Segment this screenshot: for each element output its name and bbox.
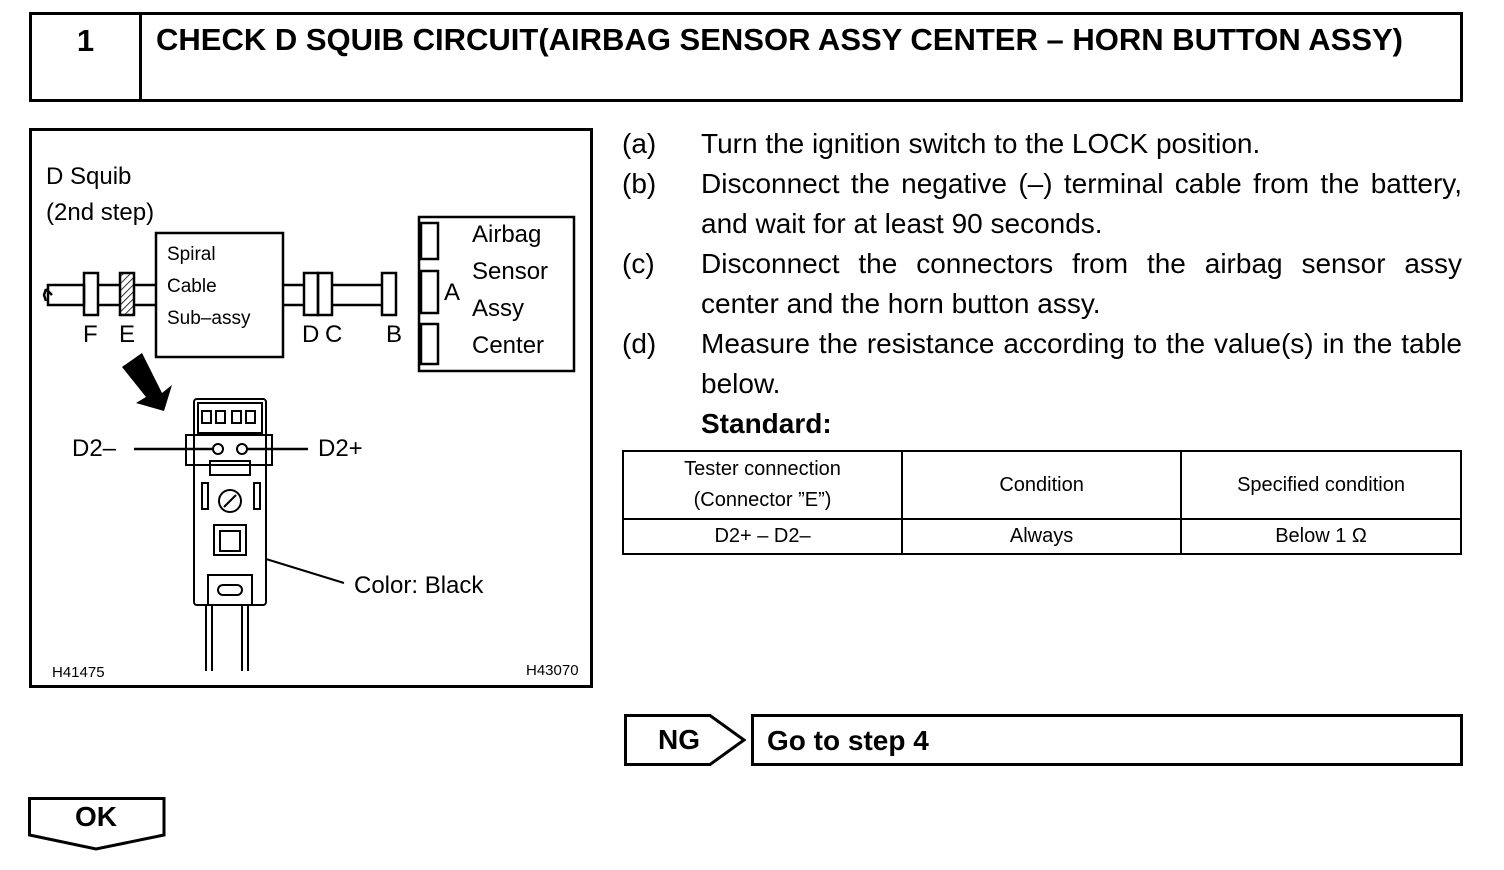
- ng-label: NG: [658, 724, 700, 755]
- step-header: 1 CHECK D SQUIB CIRCUIT(AIRBAG SENSOR AS…: [29, 12, 1463, 102]
- airbag-sensor-box: [417, 215, 576, 373]
- cell-tester-connection: D2+ – D2–: [621, 518, 904, 555]
- spiral-label-2: Cable: [167, 276, 217, 297]
- connector-label-d: D: [302, 321, 320, 348]
- connector-e: [118, 271, 136, 317]
- ok-arrow-shape: [28, 797, 166, 851]
- spiral-label-1: Spiral: [167, 244, 216, 265]
- header-tester-connection: Tester connection (Connector ”E”): [621, 450, 904, 520]
- ng-button[interactable]: NG: [624, 714, 748, 766]
- color-label: Color: Black: [354, 572, 484, 599]
- step-letter: (b): [622, 168, 657, 199]
- spec-table: Tester connection (Connector ”E”) Condit…: [621, 450, 1462, 555]
- step-text: Disconnect the connectors from the airba…: [701, 248, 1462, 319]
- connector-label-a: A: [444, 279, 461, 306]
- terminal-d2-minus: D2–: [72, 435, 117, 462]
- cell-specified-condition: Below 1 Ω: [1180, 518, 1462, 555]
- connector-label-f: F: [83, 321, 98, 348]
- header-condition: Condition: [901, 450, 1183, 520]
- ok-button[interactable]: OK: [28, 797, 166, 851]
- go-to-step-4-link[interactable]: Go to step 4: [751, 714, 1463, 766]
- connector-label-e: E: [119, 321, 136, 348]
- figure-code-left: H41475: [52, 664, 105, 681]
- table-header-row: Tester connection (Connector ”E”) Condit…: [621, 450, 1462, 520]
- connector-b: [380, 271, 398, 317]
- step-d: (d) Measure the resistance according to …: [622, 324, 1462, 404]
- step-letter: (a): [622, 128, 657, 159]
- connector-d: [302, 271, 320, 317]
- terminal-d2-plus: D2+: [318, 435, 363, 462]
- sensor-label-2: Sensor: [472, 258, 549, 285]
- arrow-icon: [122, 353, 172, 411]
- ng-arrow-shape: [624, 714, 747, 766]
- step-number: 1: [32, 15, 142, 99]
- step-a: (a) Turn the ignition switch to the LOCK…: [622, 124, 1462, 164]
- header-text: Tester connection: [684, 458, 841, 480]
- table-row: D2+ – D2– Always Below 1 Ω: [621, 518, 1462, 555]
- step-letter: (d): [622, 328, 657, 359]
- step-b: (b) Disconnect the negative (–) terminal…: [622, 164, 1462, 244]
- step-title: CHECK D SQUIB CIRCUIT(AIRBAG SENSOR ASSY…: [156, 22, 1403, 57]
- spiral-label-3: Sub–assy: [167, 308, 251, 329]
- connector-illustration: D Squib (2nd step) Spiral Cable Sub–assy…: [29, 128, 593, 688]
- sensor-label-3: Assy: [472, 295, 525, 322]
- connector-label-c: C: [325, 321, 343, 348]
- header-text: (Connector ”E”): [693, 489, 832, 511]
- label-d-squib: D Squib: [46, 163, 132, 190]
- cell-condition: Always: [901, 518, 1183, 555]
- header-specified-condition: Specified condition: [1180, 450, 1462, 520]
- connector-label-b: B: [386, 321, 403, 348]
- sensor-label-1: Airbag: [472, 221, 542, 248]
- sensor-label-4: Center: [472, 332, 545, 359]
- procedure-steps: (a) Turn the ignition switch to the LOCK…: [622, 124, 1462, 444]
- ok-label: OK: [75, 801, 117, 832]
- step-letter: (c): [622, 248, 655, 279]
- go-to-step-label: Go to step 4: [767, 725, 929, 756]
- standard-label: Standard:: [701, 408, 832, 439]
- spiral-cable-box: [154, 231, 285, 359]
- step-c: (c) Disconnect the connectors from the a…: [622, 244, 1462, 324]
- step-text: Turn the ignition switch to the LOCK pos…: [701, 128, 1261, 159]
- step-text: Disconnect the negative (–) terminal cab…: [701, 168, 1462, 239]
- label-second-step: (2nd step): [46, 199, 155, 226]
- connector-f: [82, 271, 100, 317]
- wiring-diagram: [42, 215, 576, 671]
- figure-code-right: H43070: [526, 662, 579, 679]
- connector-c: [316, 271, 334, 317]
- step-text: Measure the resistance according to the …: [701, 328, 1462, 399]
